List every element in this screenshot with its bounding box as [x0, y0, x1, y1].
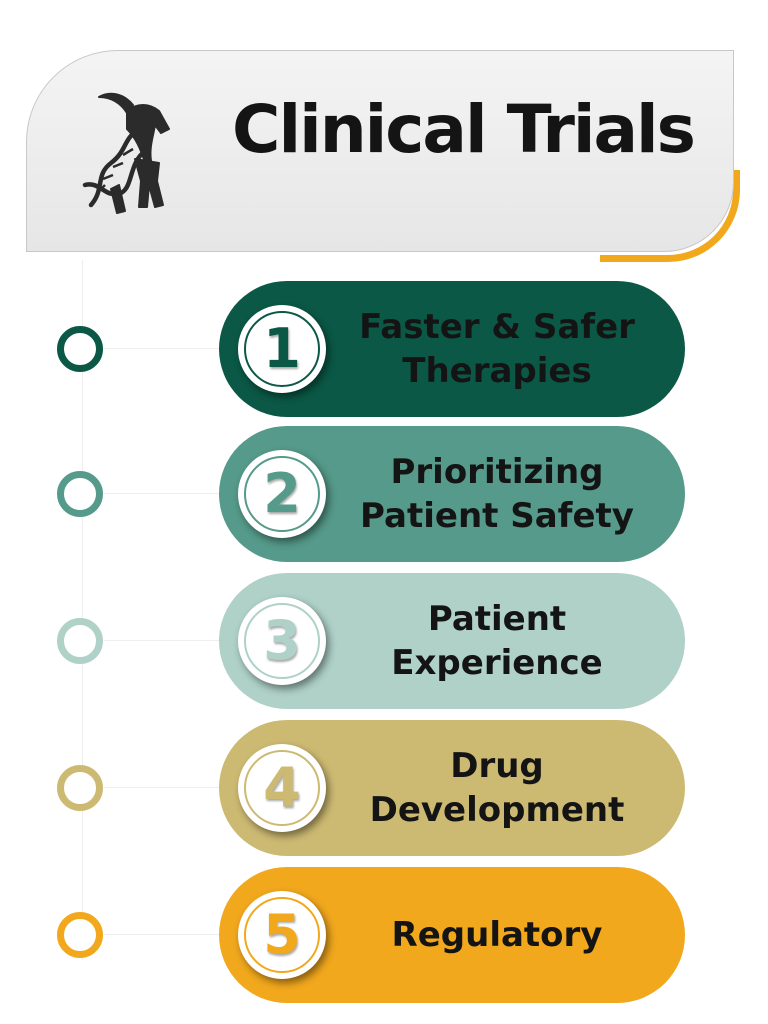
item-label-line: Drug — [450, 746, 544, 786]
item-number: 1 — [263, 317, 301, 380]
timeline-item-4: 4 Drug Development — [0, 720, 768, 856]
item-pill: 5 Regulatory — [219, 867, 685, 1003]
item-label-line: Patient Safety — [360, 496, 634, 536]
timeline-line — [82, 260, 83, 960]
number-badge: 3 — [238, 597, 326, 685]
timeline-dot — [57, 326, 103, 372]
timeline-connector — [104, 493, 222, 494]
item-label-line: Patient — [427, 599, 567, 639]
color-bar-bottom — [322, 254, 714, 262]
timeline-dot — [57, 618, 103, 664]
item-pill: 1 Faster & Safer Therapies — [219, 281, 685, 417]
item-label: Patient Experience — [337, 573, 657, 709]
item-pill: 2 Prioritizing Patient Safety — [219, 426, 685, 562]
number-badge: 1 — [238, 305, 326, 393]
timeline-dot — [57, 912, 103, 958]
number-badge: 2 — [238, 450, 326, 538]
item-label-line: Prioritizing — [390, 452, 604, 492]
item-label: Drug Development — [337, 720, 657, 856]
item-label-line: Faster & Safer — [359, 307, 635, 347]
item-label: Faster & Safer Therapies — [337, 281, 657, 417]
timeline-connector — [104, 640, 222, 641]
goat-dna-logo-icon — [82, 92, 170, 214]
timeline-item-2: 2 Prioritizing Patient Safety — [0, 426, 768, 562]
timeline-connector — [104, 787, 222, 788]
header-card: Clinical Trials — [26, 50, 734, 252]
item-label-line: Development — [369, 790, 625, 830]
item-number: 4 — [263, 756, 301, 819]
item-pill: 3 Patient Experience — [219, 573, 685, 709]
page-title: Clinical Trials — [232, 91, 696, 168]
number-badge: 4 — [238, 744, 326, 832]
item-label-line: Regulatory — [391, 915, 603, 955]
timeline-connector — [104, 348, 222, 349]
timeline-dot — [57, 765, 103, 811]
timeline-item-1: 1 Faster & Safer Therapies — [0, 281, 768, 417]
item-number: 3 — [263, 609, 301, 672]
item-number: 2 — [263, 462, 301, 525]
number-badge: 5 — [238, 891, 326, 979]
timeline-item-3: 3 Patient Experience — [0, 573, 768, 709]
timeline-dot — [57, 471, 103, 517]
item-label-line: Therapies — [402, 351, 592, 391]
item-label: Prioritizing Patient Safety — [337, 426, 657, 562]
item-label-line: Experience — [391, 643, 603, 683]
timeline-connector — [104, 934, 222, 935]
color-bar-top — [295, 195, 613, 205]
item-label: Regulatory — [337, 867, 657, 1003]
timeline-item-5: 5 Regulatory — [0, 867, 768, 1003]
item-pill: 4 Drug Development — [219, 720, 685, 856]
item-number: 5 — [263, 903, 301, 966]
